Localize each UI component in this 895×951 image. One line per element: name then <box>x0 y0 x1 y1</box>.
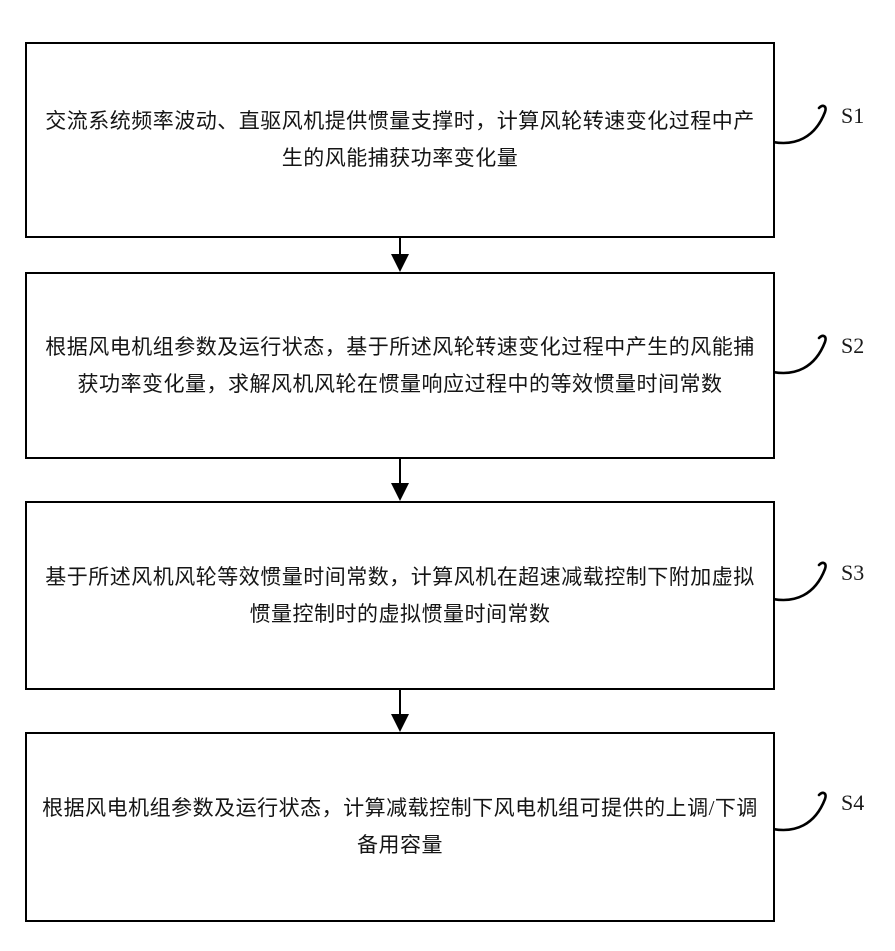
step-box-s4: 根据风电机组参数及运行状态，计算减载控制下风电机组可提供的上调/下调备用容量 <box>25 732 775 922</box>
flow-arrow-line-1 <box>399 238 401 256</box>
flow-arrowhead-down-icon <box>391 254 409 272</box>
flow-arrowhead-down-icon <box>391 714 409 732</box>
step-box-s3: 基于所述风机风轮等效惯量时间常数，计算风机在超速减载控制下附加虚拟惯量控制时的虚… <box>25 501 775 690</box>
leader-curve-s3 <box>773 561 827 602</box>
step-box-s2: 根据风电机组参数及运行状态，基于所述风轮转速变化过程中产生的风能捕获功率变化量，… <box>25 272 775 459</box>
step-box-s1: 交流系统频率波动、直驱风机提供惯量支撑时，计算风轮转速变化过程中产生的风能捕获功… <box>25 42 775 238</box>
step-label-s4: S4 <box>841 790 865 815</box>
leader-curve-s1 <box>773 104 827 145</box>
leader-curve-s4 <box>773 791 827 832</box>
leader-curve-s2 <box>773 334 827 375</box>
step-label-s3: S3 <box>841 560 865 585</box>
flow-arrowhead-down-icon <box>391 483 409 501</box>
step-label-s1: S1 <box>841 103 865 128</box>
step-text-s1: 交流系统频率波动、直驱风机提供惯量支撑时，计算风轮转速变化过程中产生的风能捕获功… <box>45 109 755 170</box>
step-text-s4: 根据风电机组参数及运行状态，计算减载控制下风电机组可提供的上调/下调备用容量 <box>42 796 758 857</box>
step-label-s2: S2 <box>841 333 865 358</box>
flow-arrow-line-3 <box>399 690 401 715</box>
step-text-s3: 基于所述风机风轮等效惯量时间常数，计算风机在超速减载控制下附加虚拟惯量控制时的虚… <box>45 564 755 626</box>
step-text-s2: 根据风电机组参数及运行状态，基于所述风轮转速变化过程中产生的风能捕获功率变化量，… <box>45 334 755 396</box>
flow-arrow-line-2 <box>399 459 401 484</box>
